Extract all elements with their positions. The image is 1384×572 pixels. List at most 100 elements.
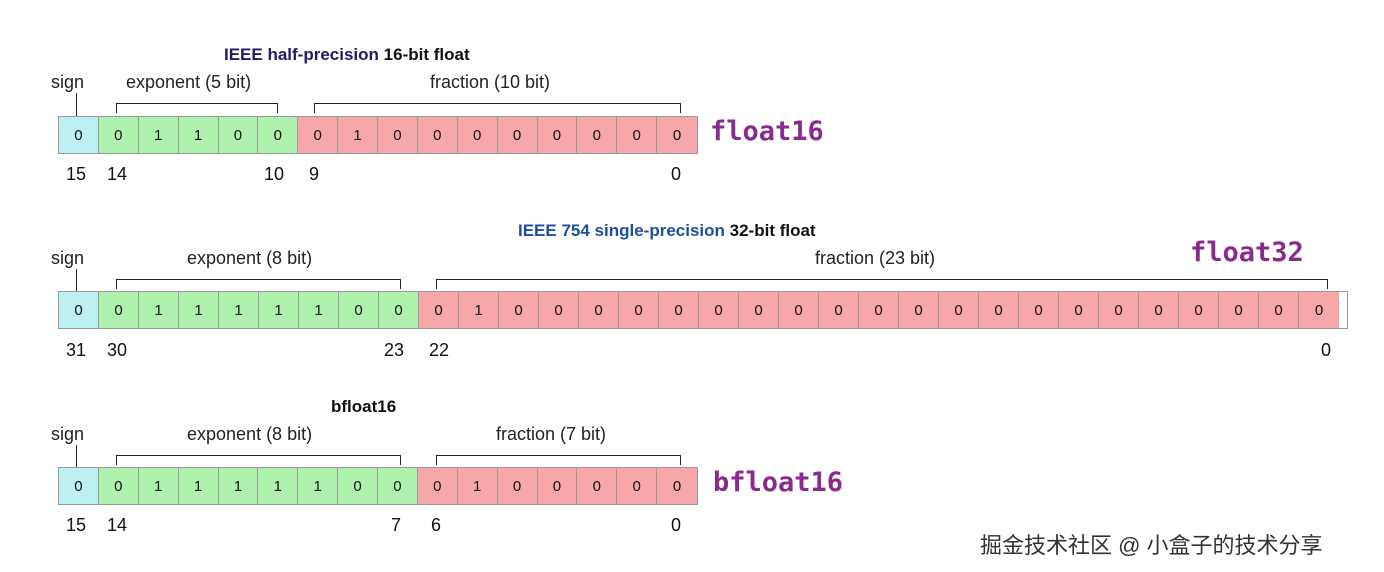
bfloat16-exp-bit: 1	[138, 468, 179, 504]
float32-frac-bit: 0	[1019, 292, 1059, 328]
bfloat16-pos-sign: 15	[66, 515, 87, 535]
float32-exponent-label: exponent (8 bit)	[187, 248, 313, 268]
float32-title-rest: 32-bit float	[724, 221, 816, 240]
float32-frac-bit: 0	[779, 292, 819, 328]
float32-title-accent: IEEE 754 single-precision	[518, 221, 725, 240]
float32-pos-frac-start: 22	[429, 340, 450, 360]
float32-tag: float32	[1190, 237, 1304, 268]
float16-sign-bit: 0	[59, 117, 99, 153]
bfloat16-pos-frac-start: 6	[431, 515, 442, 535]
bfloat16-bit-row: 0 0 1 1 1 1 1 0 0 0 1 0 0 0 0 0	[58, 467, 698, 505]
float32-frac-bit: 0	[1099, 292, 1139, 328]
float32-frac-bit: 0	[1299, 292, 1339, 328]
float32-frac-bit: 0	[1179, 292, 1219, 328]
bfloat16-sign-line	[76, 445, 77, 467]
bfloat16-exponent-bracket	[116, 455, 401, 465]
float16-sign-label: sign	[51, 72, 85, 92]
bfloat16-exp-bit: 1	[218, 468, 259, 504]
float32-frac-bit: 0	[899, 292, 939, 328]
float16-pos-sign: 15	[66, 164, 87, 184]
float16-pos-frac-start: 9	[309, 164, 320, 184]
float32-frac-bit: 0	[659, 292, 699, 328]
float32-frac-bit: 0	[699, 292, 739, 328]
float16-pos-frac-end: 0	[671, 164, 682, 184]
float32-frac-bit: 0	[539, 292, 579, 328]
bfloat16-frac-bit: 0	[497, 468, 538, 504]
bfloat16-frac-bit: 0	[537, 468, 578, 504]
float16-frac-bit: 0	[577, 117, 618, 153]
watermark: 掘金技术社区 @ 小盒子的技术分享	[980, 533, 1323, 558]
float32-frac-bit: 0	[739, 292, 779, 328]
bfloat16-pos-frac-end: 0	[671, 515, 682, 535]
float16-frac-bit: 1	[338, 117, 378, 153]
float32-pos-sign: 31	[66, 340, 87, 360]
bfloat16-frac-bit: 0	[657, 468, 697, 504]
float16-sign-line	[76, 93, 77, 116]
bfloat16-pos-exp-end: 7	[391, 515, 402, 535]
bfloat16-frac-bit: 1	[457, 468, 498, 504]
float16-frac-bit: 0	[617, 117, 658, 153]
float16-frac-bit: 0	[298, 117, 339, 153]
bfloat16-exp-bit: 1	[178, 468, 219, 504]
float32-frac-bit: 0	[419, 292, 459, 328]
float32-exponent-bracket	[116, 279, 401, 289]
float16-exp-bit: 0	[258, 117, 299, 153]
float16-frac-bit: 0	[378, 117, 418, 153]
bfloat16-fraction-label: fraction (7 bit)	[496, 424, 607, 444]
float32-sign-bit: 0	[59, 292, 99, 328]
float16-exp-bit: 0	[218, 117, 259, 153]
float32-exp-bit: 0	[99, 292, 139, 328]
float32-pos-frac-end: 0	[1321, 340, 1332, 360]
bfloat16-exp-bit: 0	[378, 468, 418, 504]
float16-frac-bit: 0	[537, 117, 578, 153]
float32-sign-label: sign	[51, 248, 85, 268]
bfloat16-tag: bfloat16	[713, 467, 844, 498]
float32-exp-bit: 1	[139, 292, 179, 328]
float32-frac-bit: 0	[1139, 292, 1179, 328]
float16-pos-exp-start: 14	[107, 164, 128, 184]
float32-frac-bit: 1	[459, 292, 499, 328]
bfloat16-title-rest: bfloat16	[331, 397, 397, 416]
float32-sign-line	[76, 269, 77, 291]
float16-title-accent: IEEE half-precision	[224, 45, 379, 64]
float16-fraction-bracket	[314, 103, 681, 113]
float32-title: IEEE 754 single-precision 32-bit float	[518, 221, 816, 241]
float16-exponent-label: exponent (5 bit)	[126, 72, 252, 92]
float32-pos-exp-end: 23	[384, 340, 405, 360]
float16-frac-bit: 0	[417, 117, 458, 153]
float32-bit-row: 0 0 1 1 1 1 1 0 0 0 1 0 0 0 0 0 0 0 0 0 …	[58, 291, 1348, 329]
bfloat16-sign-label: sign	[51, 424, 85, 444]
float32-frac-bit: 0	[499, 292, 539, 328]
bfloat16-exp-bit: 0	[338, 468, 378, 504]
float32-frac-bit: 0	[579, 292, 619, 328]
bfloat16-exp-bit: 1	[298, 468, 339, 504]
float32-exp-bit: 0	[339, 292, 379, 328]
float32-frac-bit: 0	[619, 292, 659, 328]
float16-bit-row: 0 0 1 1 0 0 0 1 0 0 0 0 0 0 0 0	[58, 116, 698, 154]
float32-frac-bit: 0	[1059, 292, 1099, 328]
float16-tag: float16	[710, 116, 824, 147]
bfloat16-exp-bit: 0	[98, 468, 139, 504]
float32-frac-bit: 0	[1259, 292, 1299, 328]
float32-exp-bit: 1	[259, 292, 299, 328]
bfloat16-fraction-bracket	[436, 455, 681, 465]
float32-exp-bit: 1	[179, 292, 219, 328]
bfloat16-frac-bit: 0	[617, 468, 658, 504]
float16-title: IEEE half-precision 16-bit float	[224, 45, 470, 65]
bfloat16-pos-exp-start: 14	[107, 515, 128, 535]
float32-exp-bit: 0	[379, 292, 419, 328]
float16-title-rest: 16-bit float	[378, 45, 470, 64]
float16-exp-bit: 1	[178, 117, 219, 153]
float32-frac-bit: 0	[859, 292, 899, 328]
float16-exponent-bracket	[116, 103, 278, 113]
float16-frac-bit: 0	[657, 117, 697, 153]
float32-pos-exp-start: 30	[107, 340, 128, 360]
float16-frac-bit: 0	[457, 117, 498, 153]
bfloat16-exp-bit: 1	[258, 468, 299, 504]
bfloat16-exponent-label: exponent (8 bit)	[187, 424, 313, 444]
float32-fraction-label: fraction (23 bit)	[815, 248, 936, 268]
float32-exp-bit: 1	[299, 292, 339, 328]
float32-exp-bit: 1	[219, 292, 259, 328]
float16-pos-exp-end: 10	[264, 164, 285, 184]
float16-exp-bit: 0	[98, 117, 139, 153]
